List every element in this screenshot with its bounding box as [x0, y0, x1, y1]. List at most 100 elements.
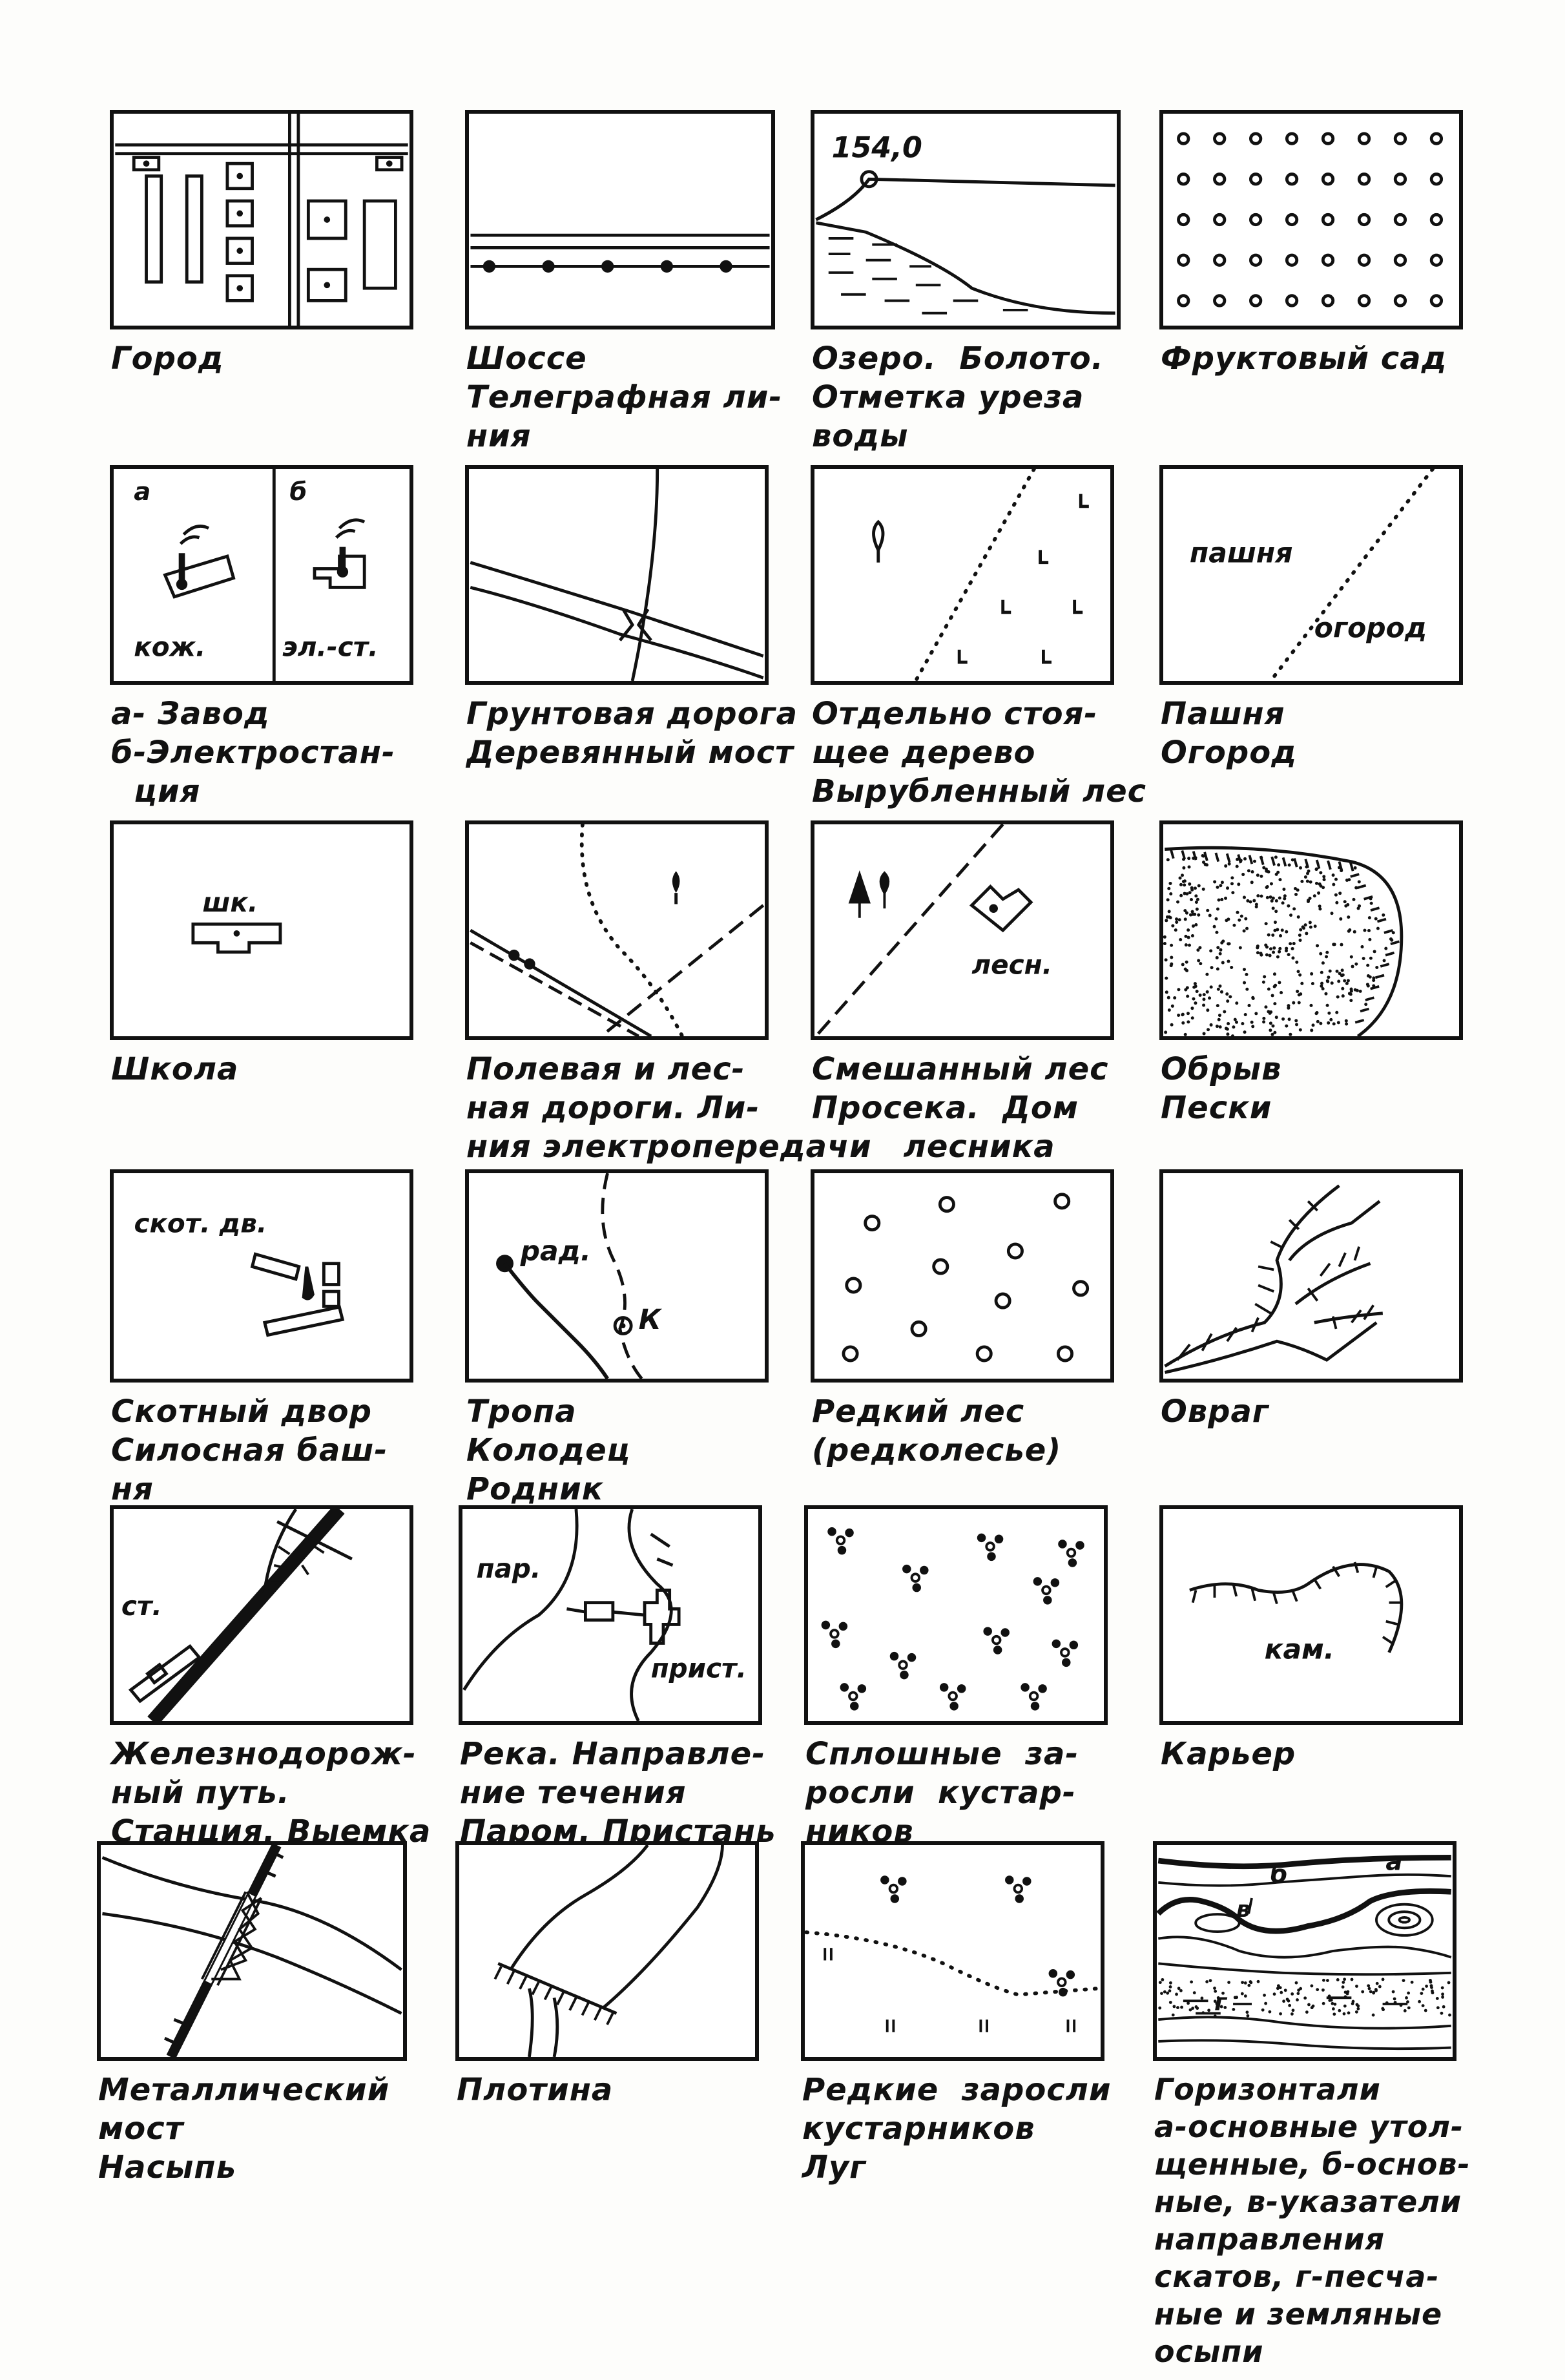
- scree-dot: [1163, 1990, 1166, 1994]
- scree-dot: [1233, 1996, 1237, 1999]
- sand-dot: [1262, 866, 1266, 870]
- sand-dot: [1289, 913, 1293, 917]
- barn-caption: Скотный двор Силосная баш- ня: [111, 1392, 388, 1508]
- contours-symbol: б а в г: [1153, 1841, 1456, 2061]
- sand-dot: [1197, 913, 1201, 917]
- sand-dot: [1227, 917, 1230, 921]
- sand-dot: [1242, 895, 1246, 899]
- sand-dot: [1225, 992, 1229, 996]
- orchard-tree-mark: [1249, 172, 1263, 186]
- sand-dot: [1198, 993, 1202, 997]
- caption-line: Редкие заросли: [802, 2072, 1112, 2108]
- scree-dot: [1261, 2008, 1265, 2012]
- sand-dot: [1340, 968, 1344, 972]
- sand-dot: [1183, 892, 1187, 895]
- scree-dot: [1333, 2002, 1337, 2006]
- school-caption: Школа: [111, 1050, 238, 1089]
- sand-dot: [1169, 892, 1173, 896]
- scree-dot: [1290, 2012, 1294, 2016]
- sand-dot: [1339, 917, 1343, 921]
- shrub-mark: [1041, 1585, 1052, 1596]
- scree-dot: [1378, 1985, 1382, 1989]
- scree-dot: [1177, 1987, 1181, 1990]
- orchard-tree-mark: [1393, 253, 1407, 267]
- sand-dot: [1296, 915, 1300, 919]
- sand-dot: [1201, 854, 1205, 858]
- sand-dot: [1183, 917, 1187, 921]
- sand-dot: [1309, 925, 1312, 929]
- sand-dot: [1216, 967, 1219, 971]
- shrub-dot: [1075, 1541, 1084, 1550]
- sand-dot: [1332, 943, 1336, 946]
- scree-dot: [1179, 1989, 1183, 1992]
- sand-dot: [1194, 894, 1198, 898]
- sand-dot: [1215, 1025, 1219, 1028]
- sand-dot: [1225, 1027, 1229, 1031]
- sand-dot: [1231, 891, 1235, 895]
- sand-dot: [1181, 879, 1185, 883]
- orchard-tree-mark: [1213, 253, 1227, 267]
- shrub-dot: [890, 1894, 900, 1903]
- ravine-symbol: [1159, 1169, 1463, 1383]
- sand-dot: [1351, 965, 1354, 968]
- sand-dot: [1252, 899, 1256, 903]
- sparse-shrubs-icon: [805, 1875, 1101, 2032]
- sand-dot: [1280, 928, 1284, 932]
- school-icon: шк.: [191, 887, 282, 954]
- sand-dot: [1184, 934, 1188, 938]
- sand-dot: [1177, 1013, 1181, 1017]
- sand-dot: [1294, 1019, 1298, 1023]
- contour-v-label: в: [1236, 1897, 1250, 1923]
- scree-dot: [1192, 1991, 1196, 1995]
- sand-dot: [1181, 963, 1185, 966]
- sand-dot: [1216, 907, 1219, 911]
- caption-line: Силосная баш-: [111, 1432, 388, 1468]
- contour-g-label: г: [1214, 1989, 1228, 2016]
- scree-dot: [1332, 2012, 1336, 2016]
- caption-line: ния: [466, 418, 532, 454]
- caption-line: а- Завод: [111, 696, 270, 732]
- sand-dot: [1187, 865, 1191, 869]
- sand-dot: [1287, 863, 1291, 867]
- caption-line: лесника: [812, 1129, 1055, 1165]
- field-road-caption: Полевая и лес- ная дороги. Ли- ния элект…: [466, 1050, 872, 1166]
- sand-dot: [1184, 988, 1188, 992]
- orchard-tree-mark: [1285, 213, 1299, 227]
- sand-dot: [1317, 891, 1321, 895]
- caption-line: ция: [111, 773, 201, 809]
- caption-line: кустарников: [802, 2111, 1035, 2147]
- sand-dot: [1336, 1021, 1340, 1025]
- sand-dot: [1219, 990, 1223, 994]
- sand-dot: [1390, 938, 1394, 942]
- sand-dot: [1205, 990, 1209, 994]
- sand-dot: [1238, 918, 1241, 922]
- shrub-dot: [983, 1627, 992, 1636]
- shrub-mark: [829, 1629, 840, 1639]
- sand-dot: [1278, 950, 1281, 954]
- sand-dot: [1187, 857, 1191, 861]
- sand-dot: [1311, 1023, 1315, 1027]
- sand-dot: [1265, 953, 1269, 957]
- shrub-dot: [1066, 1970, 1075, 1979]
- scree-dot: [1256, 1979, 1260, 1983]
- sand-dot: [1195, 907, 1199, 911]
- sand-dot: [1285, 1024, 1289, 1028]
- sand-dot: [1292, 942, 1296, 946]
- sand-dot: [1298, 1028, 1302, 1032]
- scree-dot: [1180, 2005, 1183, 2009]
- orchard-icon: [1177, 132, 1444, 308]
- sand-dot: [1220, 881, 1224, 884]
- scree-dot: [1347, 2011, 1351, 2015]
- sand-dot: [1252, 859, 1257, 863]
- sparse-forest-icon: [842, 1193, 1090, 1362]
- shrub-mark: [1013, 1883, 1024, 1894]
- sand-dot: [1265, 895, 1269, 899]
- cliff-symbol: [1159, 820, 1463, 1040]
- shrub-dot: [900, 1670, 909, 1680]
- sand-dot: [1202, 993, 1206, 997]
- sand-dot: [1295, 960, 1299, 964]
- scree-dot: [1405, 1996, 1408, 1999]
- sand-dot: [1212, 924, 1216, 928]
- scree-dot: [1440, 1986, 1444, 1990]
